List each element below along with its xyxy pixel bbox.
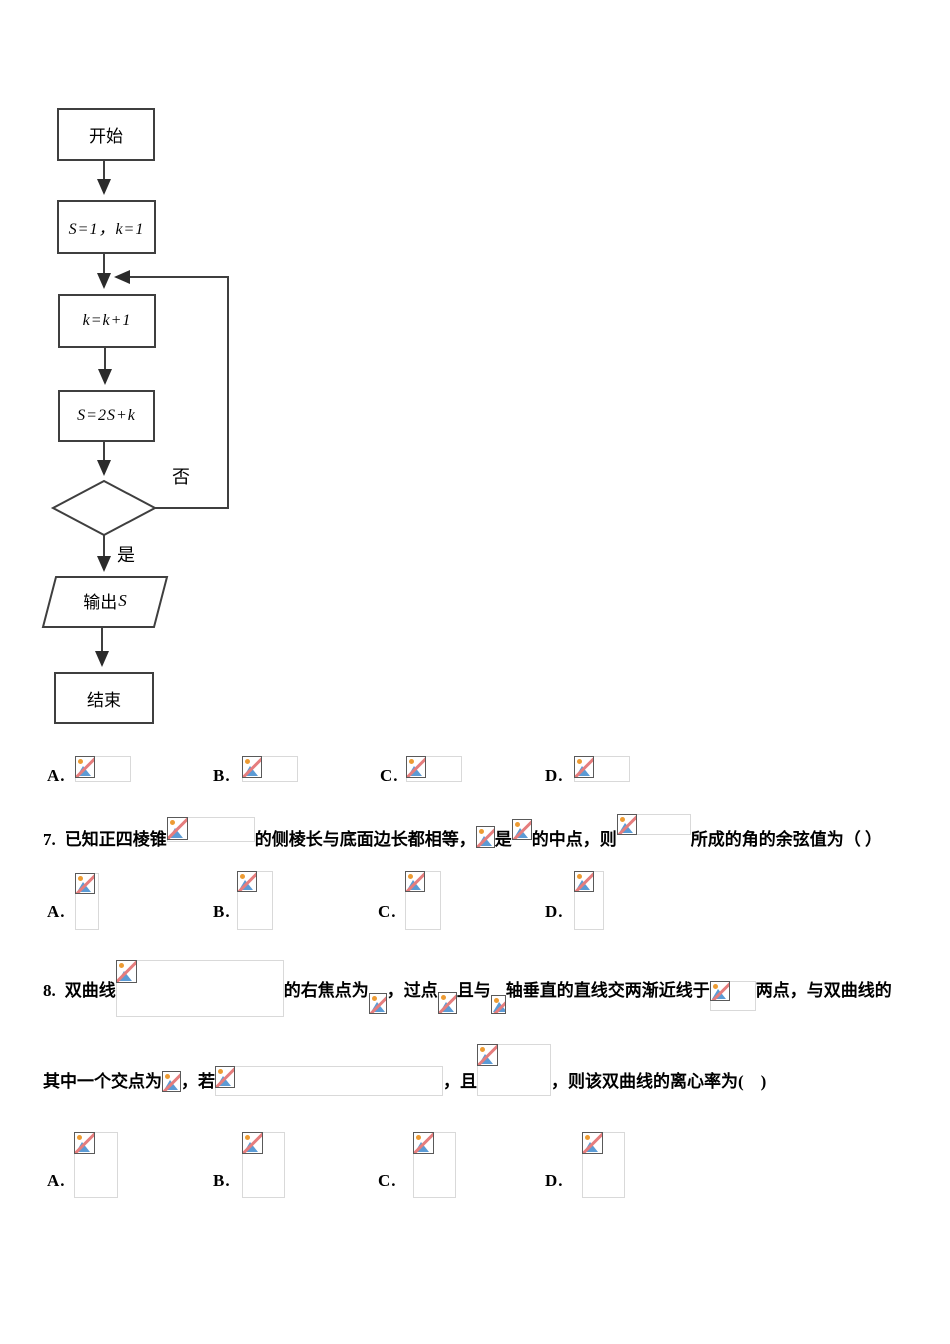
flowchart-start-node: 开始 xyxy=(57,108,155,161)
broken-image-icon xyxy=(115,960,137,983)
broken-image-icon xyxy=(511,819,532,840)
q6-option-d-letter: D. xyxy=(545,766,564,785)
output-label: 输出 xyxy=(83,593,118,612)
q7-seg-is: 是 xyxy=(494,830,512,849)
q6-option-a-letter: A. xyxy=(47,766,66,785)
broken-image-icon xyxy=(166,817,188,840)
q6-option-c-image-placeholder xyxy=(406,756,462,782)
broken-image-icon xyxy=(74,1132,95,1154)
q7-option-a-letter: A. xyxy=(47,902,66,921)
q8-option-a-letter: A. xyxy=(47,1171,66,1190)
broken-image-icon xyxy=(242,1132,263,1154)
broken-image-icon xyxy=(582,1132,603,1154)
broken-image-icon xyxy=(616,814,637,835)
q7-option-c-image-placeholder xyxy=(405,871,441,930)
broken-image-icon xyxy=(406,756,426,778)
q8-seg-focus: 的右焦点为 xyxy=(283,981,369,1000)
q8-option-c-image-placeholder xyxy=(413,1132,456,1198)
q8-option-d-image-placeholder xyxy=(582,1132,625,1198)
start-label: 开始 xyxy=(89,127,123,146)
q7-seg-midpoint: 的中点，则 xyxy=(531,830,617,849)
q8-option-a-image-placeholder xyxy=(74,1132,118,1198)
q6-option-c-letter: C. xyxy=(380,766,399,785)
question8-text-line-2: 其中一个交点为 ，若 ，且 ，则该双曲线的离心率为( ) xyxy=(43,1044,766,1096)
branch-yes-label: 是 xyxy=(117,545,135,565)
broken-image-icon xyxy=(75,873,95,894)
q7-option-d-letter: D. xyxy=(545,902,564,921)
broken-image-icon xyxy=(237,871,257,892)
q7-option-c-letter: C. xyxy=(378,902,397,921)
decision-diamond xyxy=(50,479,158,537)
end-label: 结束 xyxy=(87,690,121,710)
broken-image-icon xyxy=(477,1044,498,1066)
broken-image-icon xyxy=(475,826,495,848)
q8-seg-if: ，若 xyxy=(181,1072,215,1091)
broken-image-icon xyxy=(215,1066,235,1088)
q8-ratio-image-placeholder xyxy=(477,1044,551,1096)
q8-seg-and: ，且 xyxy=(443,1072,477,1091)
q7-angle-image-placeholder xyxy=(616,814,691,835)
q8-option-b-image-placeholder xyxy=(242,1132,285,1198)
q8-option-d-letter: D. xyxy=(545,1171,564,1190)
q6-option-a-image-placeholder xyxy=(75,756,131,782)
q6-option-b-image-placeholder xyxy=(242,756,298,782)
broken-image-icon xyxy=(368,993,387,1014)
broken-image-icon xyxy=(413,1132,434,1154)
q8-seg-and-with: 且与 xyxy=(456,981,491,1000)
flowchart-increment-node: k=k+1 xyxy=(58,294,156,348)
q8-seg-two-points: 两点，与双曲线的 xyxy=(755,981,892,1000)
q8-seg-hyperbola: 双曲线 xyxy=(64,981,116,1000)
broken-image-icon xyxy=(574,871,594,892)
question7-text-line: 7. 已知正四棱锥 的侧棱长与底面边长都相等， 是 的中点，则 所成的角的余弦值… xyxy=(43,810,882,850)
question8-text-line-1: 8. 双曲线 的右焦点为 ，过点 且与 轴垂直的直线交两渐近线于 两点，与双曲线… xyxy=(43,957,892,1017)
q7-seg-condition: 的侧棱长与底面边长都相等， xyxy=(254,830,476,849)
branch-no-label: 否 xyxy=(172,467,190,487)
q8-seg-ecc: ，则该双曲线的离心率为( ) xyxy=(551,1072,767,1091)
q8-option-c-letter: C. xyxy=(378,1171,397,1190)
q7-number: 7. xyxy=(43,830,56,849)
q7-seg-tail: 所成的角的余弦值为（ ） xyxy=(690,830,882,849)
init-formula: S=1，k=1 xyxy=(68,221,145,238)
q8-seg-through: ，过点 xyxy=(386,981,438,1000)
flowchart-init-node: S=1，k=1 xyxy=(57,200,156,254)
q7-option-d-image-placeholder xyxy=(574,871,604,930)
q8-seg-intersection: 其中一个交点为 xyxy=(43,1072,162,1091)
q7-option-b-image-placeholder xyxy=(237,871,273,930)
update-formula: S=2S+k xyxy=(77,407,136,424)
q8-option-b-letter: B. xyxy=(213,1171,231,1190)
q8-condition-image-placeholder xyxy=(215,1066,443,1096)
broken-image-icon xyxy=(574,756,594,778)
q7-option-b-letter: B. xyxy=(213,902,231,921)
broken-image-icon xyxy=(490,995,506,1014)
flowchart-end-node: 结束 xyxy=(54,672,154,724)
broken-image-icon xyxy=(405,871,425,892)
q8-number: 8. xyxy=(43,981,56,1000)
q7-pyramid-image-placeholder xyxy=(166,817,255,842)
q6-option-b-letter: B. xyxy=(213,766,231,785)
increment-formula: k=k+1 xyxy=(82,312,132,329)
q8-equation-image-placeholder xyxy=(115,960,284,1017)
broken-image-icon xyxy=(437,992,457,1014)
q7-seg-intro: 已知正四棱锥 xyxy=(64,830,167,849)
q7-option-a-image-placeholder xyxy=(75,873,99,930)
q6-option-d-image-placeholder xyxy=(574,756,630,782)
broken-image-icon xyxy=(242,756,262,778)
q8-points-image-placeholder xyxy=(709,981,756,1011)
q8-seg-axis: 轴垂直的直线交两渐近线于 xyxy=(505,981,710,1000)
broken-image-icon xyxy=(162,1071,181,1092)
broken-image-icon xyxy=(709,981,730,1001)
flowchart-update-node: S=2S+k xyxy=(58,390,155,442)
output-variable: S xyxy=(118,590,127,610)
broken-image-icon xyxy=(75,756,95,778)
